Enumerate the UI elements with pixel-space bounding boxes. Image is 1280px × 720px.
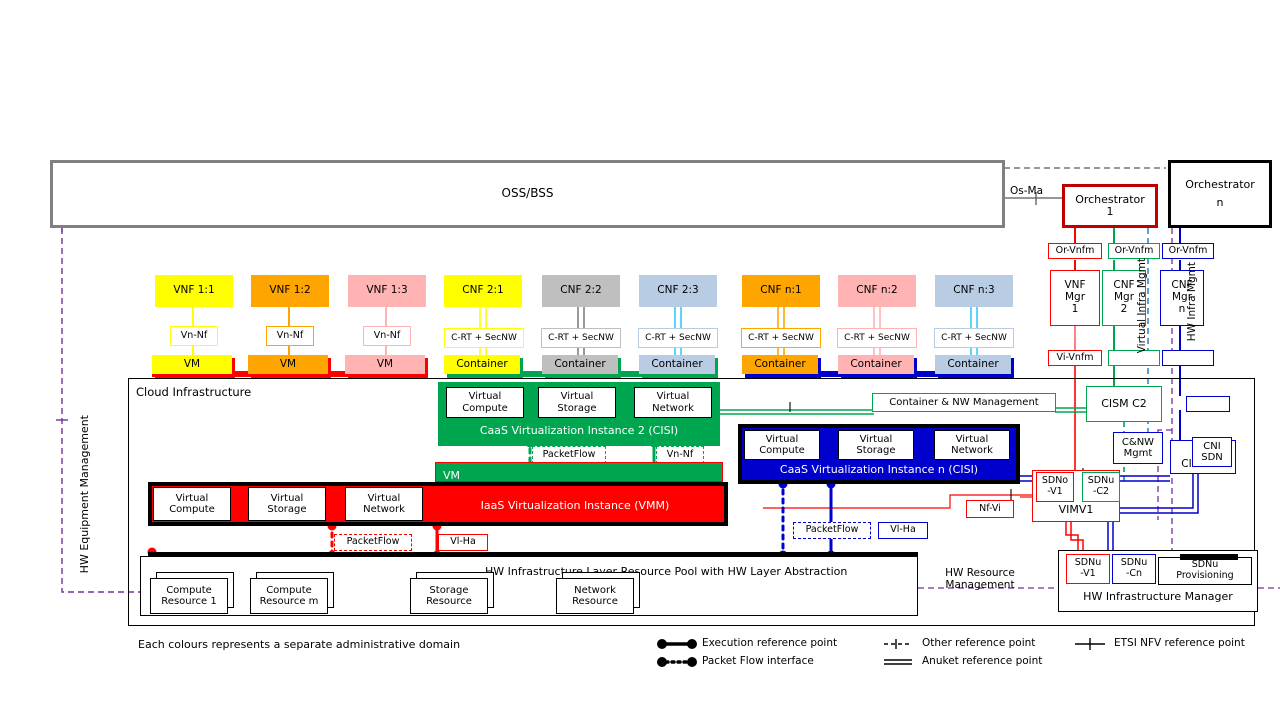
- vn-nf-vnf3[interactable]: Vn-Nf: [363, 326, 411, 346]
- cnf-2-1-box[interactable]: CNF 2:1: [444, 275, 522, 307]
- cnf-mgr-n-box[interactable]: CNF Mgr n: [1160, 270, 1204, 326]
- cism-c2-box[interactable]: CISM C2: [1086, 386, 1162, 422]
- sdno-v1-box[interactable]: SDNo -V1: [1036, 472, 1074, 502]
- or-vnfm-green[interactable]: Or-Vnfm: [1108, 243, 1160, 259]
- orchestrator-1-index: 1: [1106, 205, 1114, 218]
- c-rt-secnw-cnfn3[interactable]: C-RT + SecNW: [934, 328, 1014, 348]
- orchestrator-n-title: Orchestrator: [1185, 177, 1255, 191]
- vn-nf-vnf1[interactable]: Vn-Nf: [170, 326, 218, 346]
- c-rt-secnw-cnf23[interactable]: C-RT + SecNW: [638, 328, 718, 348]
- orchestrator-1-box[interactable]: Orchestrator 1: [1062, 184, 1158, 228]
- ossbss-label: OSS/BSS: [501, 186, 554, 201]
- hw-pool-bar: [148, 552, 918, 559]
- vm-3-box[interactable]: VM: [345, 355, 425, 374]
- cnf-2-3-box[interactable]: CNF 2:3: [639, 275, 717, 307]
- hw-equipment-management-label: HW Equipment Management: [78, 415, 91, 574]
- vi-vnfm-blue-blank[interactable]: [1162, 350, 1214, 366]
- packetflow-vmm[interactable]: PacketFlow: [334, 534, 412, 551]
- virtual-infra-mgmt-label: Virtual Infra Mgmt: [1136, 258, 1148, 354]
- vmm-title: IaaS Virtualization Instance (VMM): [480, 498, 670, 512]
- hw-infrastructure-manager-label: HW Infrastructure Manager: [1083, 589, 1233, 603]
- sdnu-cn-box[interactable]: SDNu -Cn: [1112, 554, 1156, 584]
- virtual-infra-blue-blank-lower[interactable]: [1186, 396, 1230, 412]
- vmm-box[interactable]: [152, 486, 724, 522]
- vm-1-box[interactable]: VM: [152, 355, 232, 374]
- container-n-2-box[interactable]: Container: [838, 355, 914, 374]
- legend-label-etsi-nfv-reference-point: ETSI NFV reference point: [1114, 637, 1245, 649]
- container-nw-management-box[interactable]: Container & NW Management: [872, 393, 1056, 412]
- or-vnfm-red[interactable]: Or-Vnfm: [1048, 243, 1102, 259]
- c-rt-secnw-cnf21[interactable]: C-RT + SecNW: [444, 328, 524, 348]
- vimv1-label: VIMV1: [1058, 502, 1094, 516]
- sdnu-c2-box[interactable]: SDNu -C2: [1082, 472, 1120, 502]
- or-vnfm-blue[interactable]: Or-Vnfm: [1162, 243, 1214, 259]
- sdnu-v1-box[interactable]: SDNu -V1: [1066, 554, 1110, 584]
- hw-pool-title: HW Infrastructure Layer Resource Pool wi…: [485, 565, 848, 578]
- os-ma-label: Os-Ma: [1010, 185, 1044, 197]
- cnf-n-1-box[interactable]: CNF n:1: [742, 275, 820, 307]
- container-n-3-box[interactable]: Container: [935, 355, 1011, 374]
- container-2-2-box[interactable]: Container: [542, 355, 618, 374]
- legend-symbols: [657, 638, 1105, 667]
- cnw-mgmt-box[interactable]: C&NW Mgmt: [1113, 432, 1163, 464]
- vl-ha-vmm[interactable]: Vl-Ha: [438, 534, 488, 551]
- packetflow-cisin[interactable]: PacketFlow: [793, 522, 871, 539]
- c-rt-secnw-cnfn2[interactable]: C-RT + SecNW: [837, 328, 917, 348]
- c-rt-secnw-cnf22[interactable]: C-RT + SecNW: [541, 328, 621, 348]
- nf-vi-box[interactable]: Nf-Vi: [966, 500, 1014, 518]
- cloud-infrastructure-label: Cloud Infrastructure: [136, 385, 252, 399]
- ossbss-box[interactable]: OSS/BSS: [50, 160, 1005, 228]
- legend-label-anuket-reference-point: Anuket reference point: [922, 655, 1043, 667]
- vi-vnfm-red[interactable]: Vi-Vnfm: [1048, 350, 1102, 366]
- legend-label-execution-reference-point: Execution reference point: [702, 637, 838, 649]
- vn-nf-vnf2[interactable]: Vn-Nf: [266, 326, 314, 346]
- orchestrator-n-index: n: [1216, 196, 1224, 209]
- cnf-mgr-2-box[interactable]: CNF Mgr 2: [1102, 270, 1146, 326]
- container-n-1-box[interactable]: Container: [742, 355, 818, 374]
- container-2-3-box[interactable]: Container: [639, 355, 715, 374]
- container-2-1-box[interactable]: Container: [444, 355, 520, 374]
- cnf-n-3-box[interactable]: CNF n:3: [935, 275, 1013, 307]
- orchestrator-1-title: Orchestrator: [1075, 192, 1145, 206]
- vm-2-box[interactable]: VM: [248, 355, 328, 374]
- vnf-1-3-box[interactable]: VNF 1:3: [348, 275, 426, 307]
- cnf-2-2-box[interactable]: CNF 2:2: [542, 275, 620, 307]
- hw-resource-management-label: HW Resource Management: [945, 567, 1015, 591]
- hw-infra-mgmt-label: HW Infra Mgmt: [1186, 262, 1198, 342]
- vi-vnfm-green-blank[interactable]: [1108, 350, 1160, 366]
- c-rt-secnw-cnfn1[interactable]: C-RT + SecNW: [741, 328, 821, 348]
- cnf-n-2-box[interactable]: CNF n:2: [838, 275, 916, 307]
- vnf-1-1-box[interactable]: VNF 1:1: [155, 275, 233, 307]
- sdnu-provisioning-box[interactable]: SDNu Provisioning: [1158, 557, 1252, 585]
- vl-ha-cisin[interactable]: Vl-Ha: [878, 522, 928, 539]
- legend-label-packet-flow-interface: Packet Flow interface: [702, 655, 814, 667]
- footer-note: Each colours represents a separate admin…: [138, 638, 461, 651]
- cni-sdn-box[interactable]: CNI SDN: [1192, 437, 1232, 467]
- cloud-infrastructure-frame: [128, 378, 1255, 626]
- cisi2-vm-outline: [435, 462, 723, 482]
- cisi2-title: CaaS Virtualization Instance 2 (CISI): [479, 423, 679, 437]
- cisin-title: CaaS Virtualization Instance n (CISI): [779, 462, 979, 476]
- cisi2-vm-label: VM: [443, 469, 461, 482]
- orchestrator-n-box[interactable]: Orchestrator n: [1168, 160, 1272, 228]
- legend-label-other-reference-point: Other reference point: [922, 637, 1036, 649]
- vnf-mgr-1-box[interactable]: VNF Mgr 1: [1050, 270, 1100, 326]
- vnf-1-2-box[interactable]: VNF 1:2: [251, 275, 329, 307]
